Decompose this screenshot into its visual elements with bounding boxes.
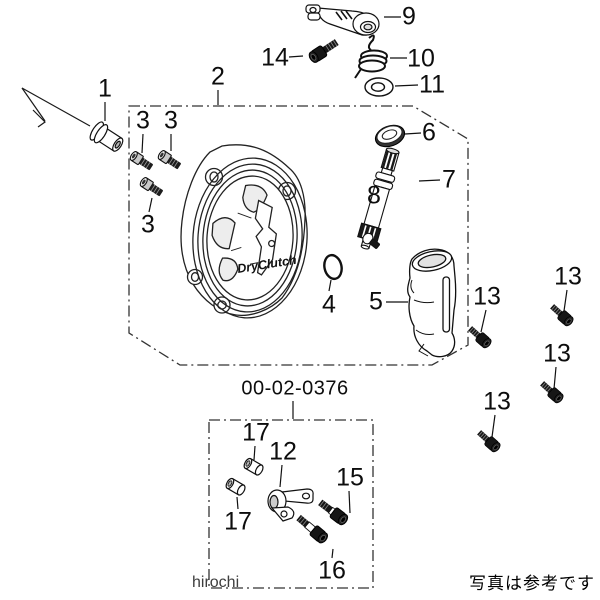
callout-3a: 3 [136,106,150,135]
callout-13b: 13 [554,262,582,291]
part-7-shaft [357,147,400,250]
part-17-collar-2 [223,476,248,497]
callout-10: 10 [407,44,435,73]
callout-7: 7 [442,165,456,194]
callout-4: 4 [322,290,336,319]
callout-1: 1 [98,74,112,103]
callout-13a: 13 [473,282,501,311]
callout-9: 9 [402,2,416,31]
part-13-bolt-1 [466,323,494,350]
kit-number: 00-02-0376 [241,377,349,400]
part-4-oring [323,253,343,281]
photo-reference-note: 写真は参考です [469,574,595,593]
part-13-bolt-2 [548,301,576,328]
part-8-screw [362,232,380,249]
callout-8: 8 [367,181,381,210]
part-9-lever [305,4,380,36]
part-13-bolt-3 [538,378,566,405]
callout-13c: 13 [543,339,571,368]
assembly-box [128,105,469,366]
part-14-bolt [308,39,339,63]
part-3-bolt-1 [128,149,155,173]
callout-16: 16 [318,556,346,585]
watermark-text: hirochi [192,574,240,591]
part-3-bolt-3 [138,175,165,199]
callout-13d: 13 [483,387,511,416]
callout-6: 6 [422,118,436,147]
part-13-bolt-4 [475,427,503,454]
callout-14: 14 [261,43,289,72]
part-17-collar-1 [241,456,266,477]
callout-12: 12 [269,437,297,466]
callout-3b: 3 [164,106,178,135]
callout-15: 15 [336,463,364,492]
callout-17a: 17 [242,418,270,447]
kit-box [208,419,374,589]
part-16-bolt [296,514,328,544]
part-10-spring [354,34,388,79]
callout-2: 2 [211,62,225,91]
callout-3c: 3 [141,210,155,239]
callout-11: 11 [419,70,445,99]
clutch-cover: DryClutch [180,144,308,319]
part-11-washer [364,77,394,97]
part-3-bolt-2 [156,148,183,172]
part-1-collar [89,121,124,152]
part-5-guide [407,248,457,358]
direction-arrow [21,87,91,128]
part-6-seal [374,124,406,148]
callout-17b: 17 [224,507,252,536]
callout-5: 5 [369,287,383,316]
part-12-arm [267,488,314,522]
part-15-bolt [318,499,349,526]
